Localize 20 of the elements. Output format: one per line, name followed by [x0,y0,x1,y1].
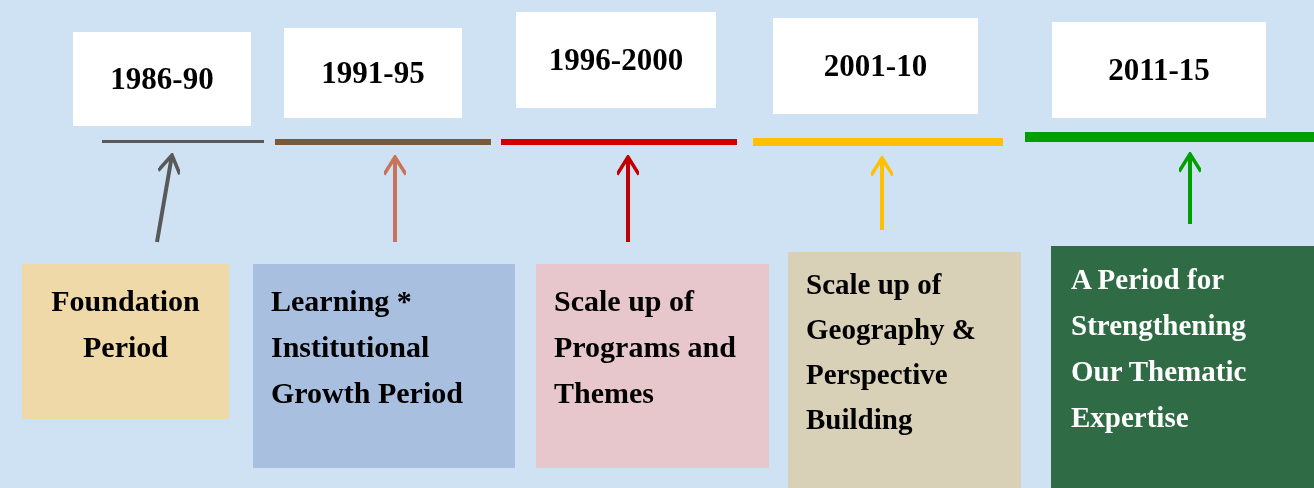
period-box: A Period for Strengthening Our Thematic Expertise [1051,246,1314,488]
year-box: 2011-15 [1052,22,1266,118]
period-box: Scale up of Programs and Themes [536,264,769,468]
arrow [615,155,641,242]
period-box: Learning * Institutional Growth Period [253,264,515,468]
arrow [382,155,408,242]
year-box: 1991-95 [284,28,462,118]
timeline-bar [753,138,1003,146]
arrow [1177,152,1203,224]
year-box: 1996-2000 [516,12,716,108]
arrow [869,156,895,230]
year-box: 1986-90 [73,32,251,126]
timeline-bar [501,139,737,145]
timeline-bar [102,140,264,143]
period-box: Scale up of Geography & Perspective Building [788,252,1021,488]
period-box: Foundation Period [22,264,229,419]
arrow [155,153,182,243]
timeline-bar [275,139,491,145]
timeline-bar [1025,132,1314,142]
year-box: 2001-10 [773,18,978,114]
